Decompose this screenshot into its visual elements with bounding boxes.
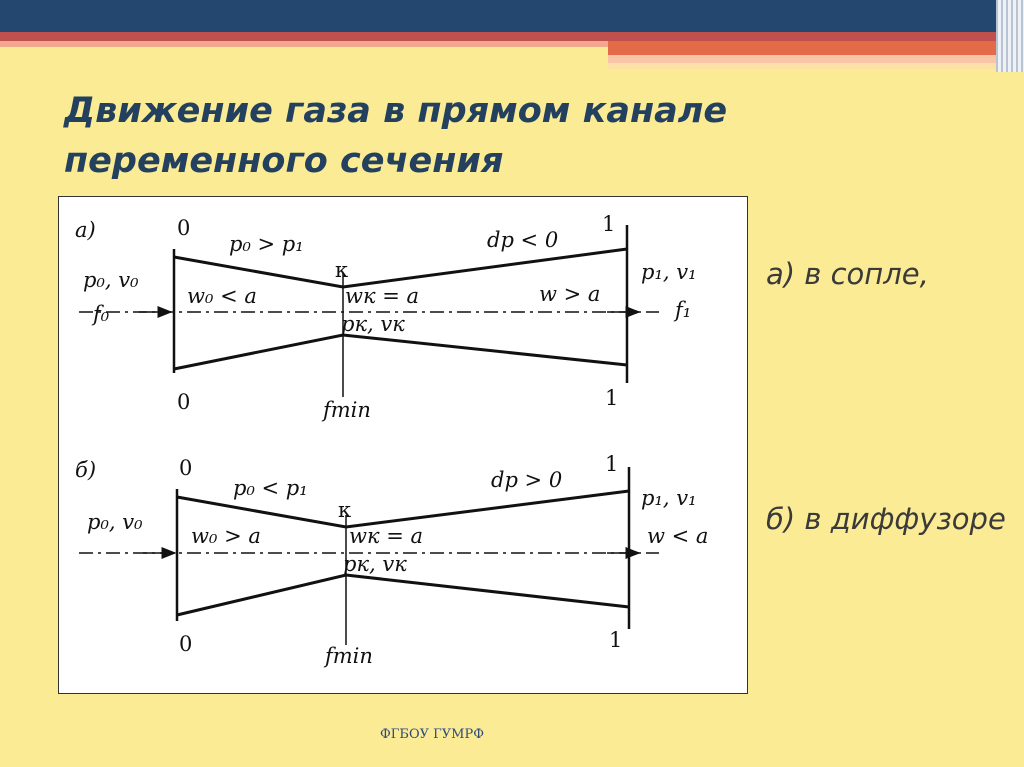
b-dp: dp > 0 [491,468,562,492]
a-dp: dp < 0 [487,228,558,252]
b-sec1-bot: 1 [609,628,622,652]
header-band-cream [608,63,1024,69]
b-pressure-relation: p₀ < p₁ [233,476,308,500]
header-band-peach [608,55,1024,63]
a-pk: pк, vк [341,312,405,336]
panel-b: б) 0 1 p₀ < p₁ dp > 0 к p₀, v₀ w₀ > a wк… [75,452,708,668]
a-lower-wall [173,333,628,371]
a-f-inlet: f₀ [91,302,110,326]
header-band-red [0,32,1024,41]
b-w-outlet: w < a [647,524,708,548]
b-sec0-bot: 0 [179,632,192,656]
header-stripes [996,0,1024,72]
header-band-orange [608,41,1024,55]
a-inlet-state: p₀, v₀ [83,268,139,292]
footer-org: ФГБОУ ГУМРФ [380,727,484,742]
a-w-outlet: w > a [539,282,600,306]
a-fmin: fmin [321,398,371,422]
a-wk: wк = a [345,284,419,308]
header-band-salmon [0,41,608,47]
slide-title: Движение газа в прямом канале переменног… [64,91,728,181]
a-k: к [335,258,348,282]
a-sec1-bot: 1 [605,386,618,410]
b-sec1-top: 1 [605,452,618,476]
a-sec0-bot: 0 [177,390,190,414]
a-upper-wall [173,247,628,289]
b-sec0-top: 0 [179,456,192,480]
b-k: к [338,498,351,522]
channel-diagram-svg: а) 0 1 p₀ > p₁ dp < 0 к p₀, v₀ f₀ w₀ < a… [75,212,708,668]
b-inlet-state: p₀, v₀ [87,510,143,534]
a-pressure-relation: p₀ > p₁ [229,232,304,256]
a-f-outlet: f₁ [673,298,691,322]
b-wk: wк = a [349,524,423,548]
b-lower-wall [176,573,630,617]
a-sec1-top: 1 [602,212,615,236]
panel-a: а) 0 1 p₀ > p₁ dp < 0 к p₀, v₀ f₀ w₀ < a… [75,212,697,422]
a-letter: а) [75,218,96,242]
caption-nozzle: а) в сопле, [766,257,929,291]
b-w-inlet: w₀ > a [191,524,261,548]
a-sec0-top: 0 [177,216,190,240]
channel-diagram: а) 0 1 p₀ > p₁ dp < 0 к p₀, v₀ f₀ w₀ < a… [58,196,748,694]
a-w-inlet: w₀ < a [187,284,257,308]
b-outlet-state: p₁, v₁ [641,486,697,510]
a-outlet-state: p₁, v₁ [641,260,697,284]
b-pk: pк, vк [343,552,407,576]
caption-diffuser: б) в диффузоре [766,502,1006,536]
b-fmin: fmin [323,644,373,668]
header-band-navy [0,0,1024,32]
b-letter: б) [75,458,96,482]
b-upper-wall [176,489,630,529]
